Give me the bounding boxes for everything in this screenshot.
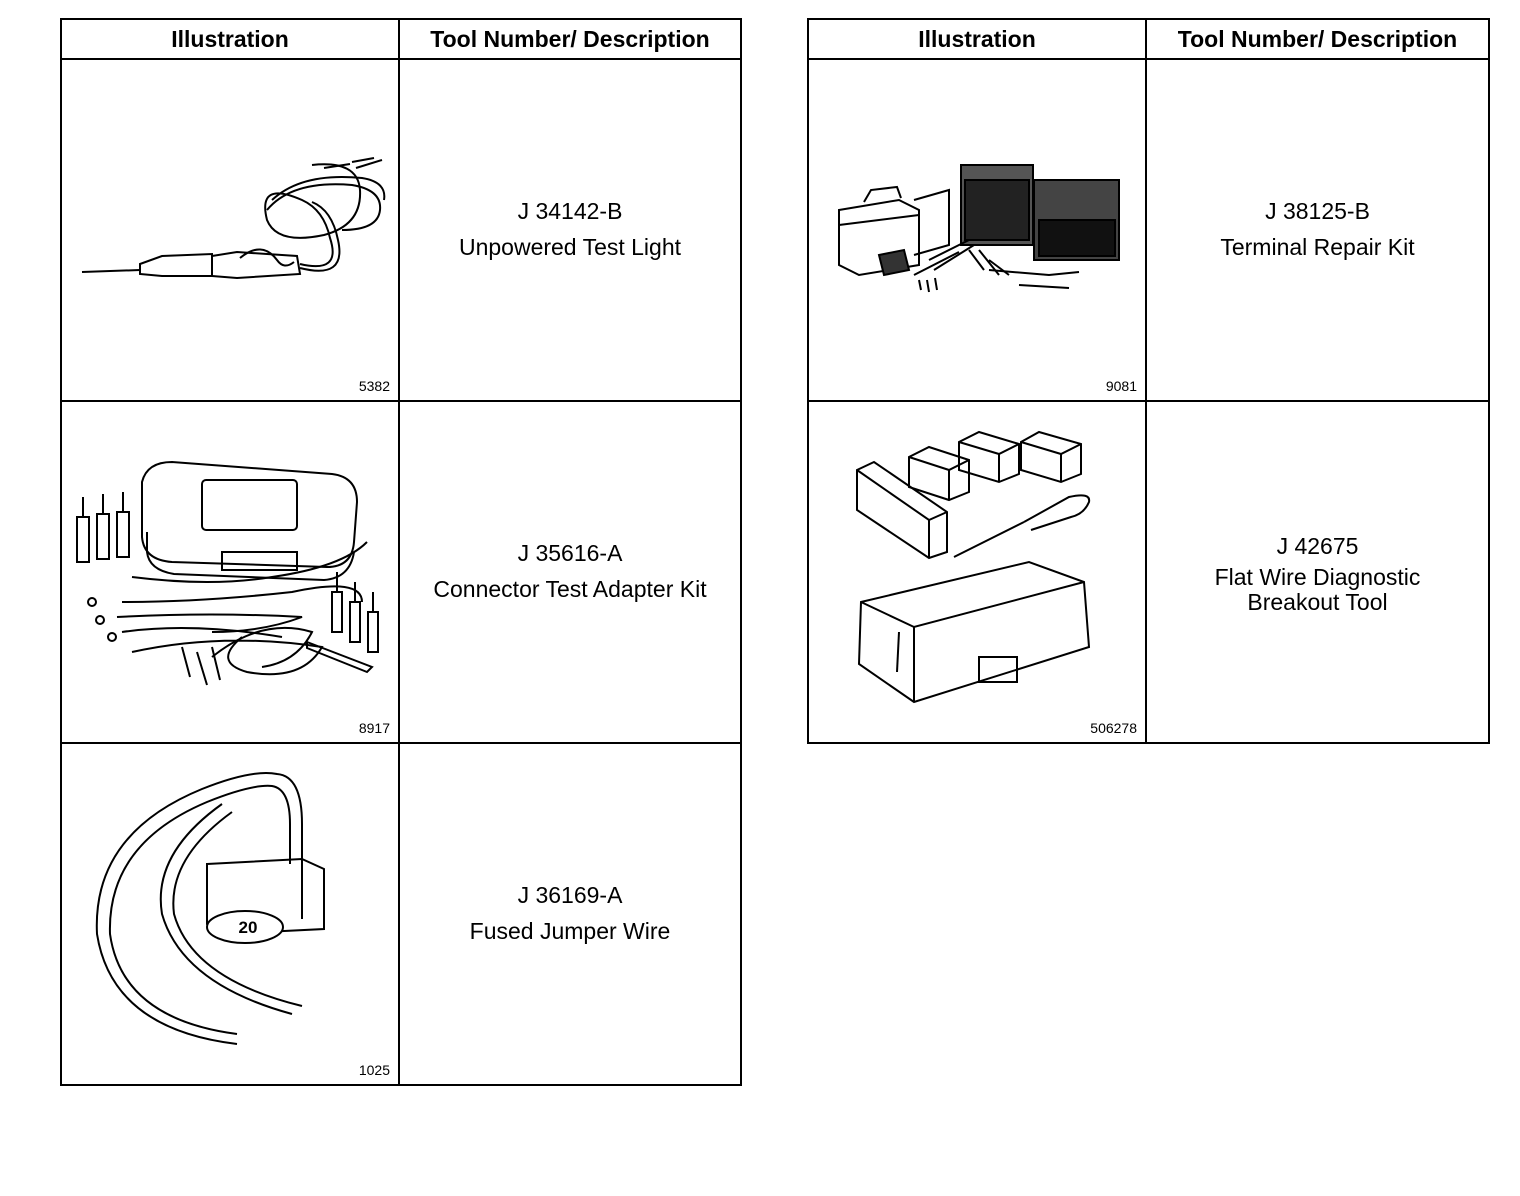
test-light-icon [81,157,386,280]
tool-number: J 36169-A [517,882,623,909]
figure-number: 8917 [358,720,390,736]
description-cell: J 38125-B Terminal Repair Kit [1145,58,1490,402]
figure-number: 1025 [358,1062,390,1078]
header-tool-description: Tool Number/ Description [398,18,742,60]
tool-description-line-1: Flat Wire Diagnostic [1214,563,1421,590]
tool-description: Unpowered Test Light [458,234,682,260]
table-row: 8917 J 35616-A Connector Test Adapter Ki… [60,400,742,744]
illustration-cell: 5382 [60,58,400,402]
tool-number: J 34142-B [517,198,623,225]
tool-number: J 35616-A [517,540,623,567]
illustration-cell: 20 1025 [60,742,400,1086]
table-row: 506278 J 42675 Flat Wire Diagnostic Brea… [807,400,1490,744]
tool-number: J 42675 [1276,532,1359,559]
breakout-tool-icon [856,430,1091,704]
description-cell: J 36169-A Fused Jumper Wire [398,742,742,1086]
jumper-wire-icon [95,772,325,1045]
table-header-row: Illustration Tool Number/ Description [807,18,1490,60]
tool-number: J 38125-B [1265,198,1370,225]
tool-description-line-2: Breakout Tool [1247,588,1388,615]
tool-table-right: Illustration Tool Number/ Description [807,18,1490,744]
figure-number: 5382 [358,378,390,394]
terminal-repair-kit-icon [838,164,1120,293]
figure-number: 9081 [1105,378,1137,394]
illustration-cell: 8917 [60,400,400,744]
fuse-rating: 20 [238,918,258,937]
description-cell: J 34142-B Unpowered Test Light [398,58,742,402]
table-row: 5382 J 34142-B Unpowered Test Light [60,58,742,402]
table-row: 9081 J 38125-B Terminal Repair Kit [807,58,1490,402]
header-tool-description: Tool Number/ Description [1145,18,1490,60]
adapter-kit-icon [76,460,379,686]
tool-table-left: Illustration Tool Number/ Description 53… [60,18,742,1086]
tool-description: Connector Test Adapter Kit [433,576,707,602]
table-row: 20 1025 J 36169-A Fused Jumper Wire [60,742,742,1086]
illustration-cell: 9081 [807,58,1147,402]
table-header-row: Illustration Tool Number/ Description [60,18,742,60]
illustration-cell: 506278 [807,400,1147,744]
description-cell: J 35616-A Connector Test Adapter Kit [398,400,742,744]
header-illustration: Illustration [60,18,400,60]
description-cell: J 42675 Flat Wire Diagnostic Breakout To… [1145,400,1490,744]
figure-number: 506278 [1090,720,1137,736]
header-illustration: Illustration [807,18,1147,60]
tool-description: Terminal Repair Kit [1220,234,1415,260]
tool-description: Fused Jumper Wire [469,918,671,944]
